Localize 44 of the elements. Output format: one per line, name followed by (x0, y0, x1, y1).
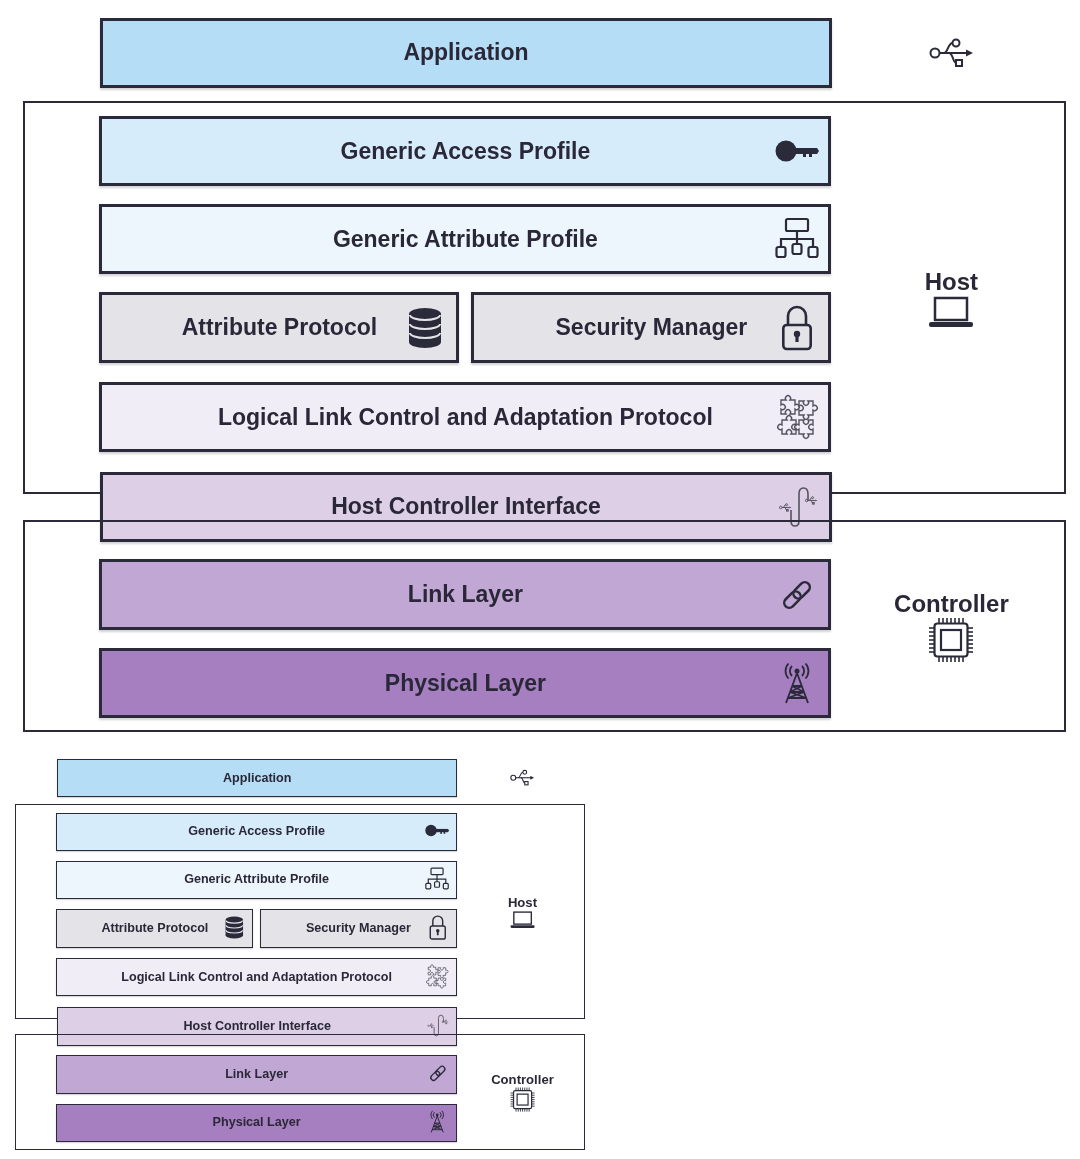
layer-label: Application (403, 39, 529, 67)
layer-label: Security Manager (305, 920, 411, 936)
group-label: Host (507, 895, 538, 911)
layer-box (99, 648, 832, 719)
group-label: Controller (894, 590, 1009, 619)
layer-box (56, 1103, 457, 1142)
group-label: Host (924, 268, 979, 297)
layer-box (99, 559, 832, 631)
layer-label: Physical Layer (212, 1115, 301, 1131)
layer-box (471, 292, 832, 364)
layer-box (99, 382, 832, 453)
group-frame (14, 804, 586, 1020)
layer-label: Host Controller Interface (183, 1018, 331, 1035)
layer-box (100, 18, 832, 88)
layer-label: Physical Layer (384, 669, 546, 698)
layer-box (99, 292, 460, 364)
layer-box (56, 908, 254, 948)
layer-box (56, 1054, 457, 1094)
layer-label: Link Layer (225, 1066, 289, 1082)
layer-box (56, 812, 457, 851)
layer-label: Generic Access Profile (188, 824, 325, 840)
layer-label: Attribute Protocol (101, 920, 209, 936)
layer-box (259, 908, 457, 948)
layer-label: Generic Access Profile (340, 137, 591, 166)
layer-label: Logical Link Control and Adaptation Protocol (217, 403, 713, 432)
layer-label: Application (222, 770, 292, 786)
group-frame (14, 1033, 586, 1150)
layer-box (57, 759, 458, 798)
layer-label: Generic Attribute Profile (184, 872, 330, 888)
layer-label: Logical Link Control and Adaptation Protocol (121, 969, 392, 985)
layer-label: Security Manager (555, 314, 748, 342)
layer-label: Attribute Protocol (181, 314, 378, 342)
layer-box (56, 860, 457, 900)
layer-label: Link Layer (407, 581, 523, 609)
layer-box (99, 204, 832, 275)
layer-box (100, 472, 832, 542)
group-label: Controller (491, 1072, 554, 1088)
group-frame (23, 101, 1066, 494)
layer-box (56, 958, 457, 997)
layer-label: Host Controller Interface (331, 493, 601, 521)
layer-label: Generic Attribute Profile (332, 225, 598, 254)
layer-box (99, 116, 832, 187)
layer-box (57, 1007, 458, 1046)
group-frame (23, 520, 1066, 732)
